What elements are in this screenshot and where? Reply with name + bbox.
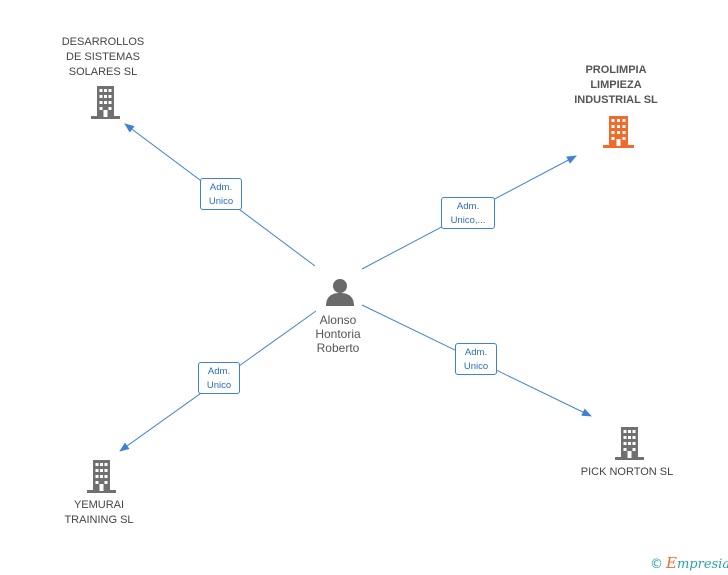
relation-label-desarrollos[interactable]: Adm. Unico bbox=[200, 178, 242, 210]
company-label-desarrollos[interactable]: DESARROLLOS DE SISTEMAS SOLARES SL bbox=[61, 36, 145, 78]
building-icon[interactable] bbox=[87, 460, 116, 493]
company-label-yemurai[interactable]: YEMURAI TRAINING SL bbox=[64, 499, 134, 526]
copyright-icon: © bbox=[650, 557, 663, 572]
building-icon[interactable] bbox=[91, 86, 120, 119]
building-icon[interactable] bbox=[603, 116, 634, 148]
building-icon[interactable] bbox=[615, 427, 644, 460]
company-label-pick-norton[interactable]: PICK NORTON SL bbox=[580, 466, 674, 478]
person-icon[interactable] bbox=[326, 279, 354, 306]
company-label-prolimpia[interactable]: PROLIMPIA LIMPIEZA INDUSTRIAL SL bbox=[574, 64, 658, 106]
brand-logo: ©Empresia bbox=[650, 554, 728, 572]
relation-label-yemurai[interactable]: Adm. Unico bbox=[198, 362, 240, 394]
relation-label-prolimpia[interactable]: Adm. Unico,... bbox=[441, 197, 495, 229]
person-label[interactable]: Alonso Hontoria Roberto bbox=[315, 313, 361, 355]
relation-label-pick-norton[interactable]: Adm. Unico bbox=[455, 343, 497, 375]
